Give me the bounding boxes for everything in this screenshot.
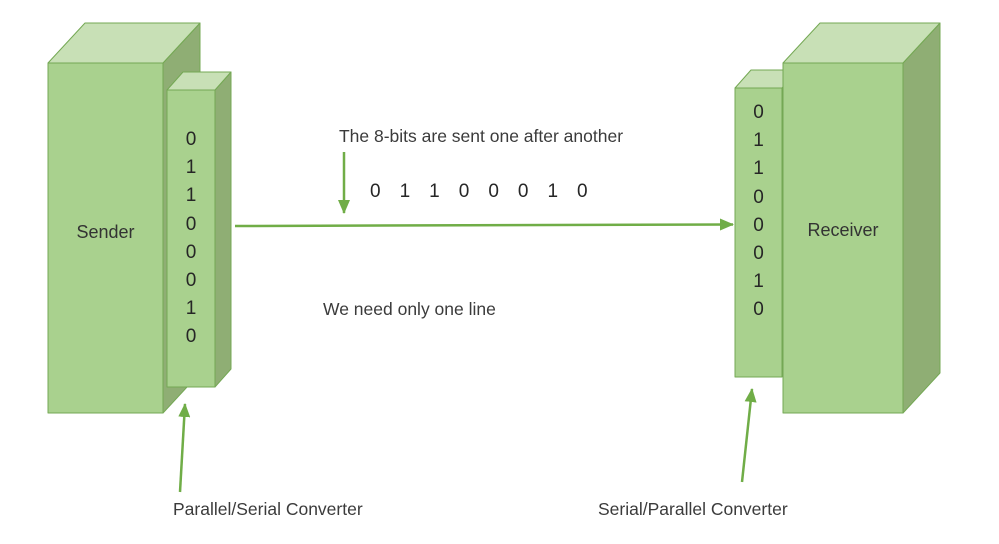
bit: 0	[185, 326, 197, 348]
serial-parallel-converter-label: Serial/Parallel Converter	[598, 499, 788, 519]
bit: 0	[488, 181, 499, 202]
bit: 0	[753, 102, 764, 123]
bit: 1	[547, 181, 559, 202]
bit: 1	[185, 298, 197, 320]
bit: 0	[753, 186, 764, 208]
receiver-label: Receiver	[807, 220, 879, 240]
receiver-box-front-face	[782, 62, 904, 414]
bit: 1	[753, 271, 764, 293]
bit: 0	[753, 242, 764, 264]
receiver-box	[782, 22, 941, 414]
parallel-serial-converter-box	[166, 71, 232, 388]
transmission-caption: The 8-bits are sent one after another	[338, 126, 624, 146]
bit: 1	[753, 158, 764, 180]
sp-converter-pointer-arrow	[740, 388, 757, 483]
bit: 0	[185, 269, 197, 291]
bit: 1	[399, 181, 411, 202]
serial-parallel-converter-box	[734, 69, 799, 378]
receiver-converter-bits: 0 1 1 0 0 0 1 0	[735, 99, 782, 325]
bit: 1	[185, 185, 197, 207]
parallel-serial-converter-label: Parallel/Serial Converter	[173, 499, 363, 519]
one-line-note: We need only one line	[323, 299, 496, 319]
sender-label: Sender	[76, 222, 135, 242]
bit: 1	[753, 130, 764, 152]
bit: 1	[185, 157, 197, 179]
bit: 0	[753, 214, 764, 236]
ps-converter-pointer-arrow	[178, 403, 191, 493]
bit: 0	[185, 129, 197, 150]
bit: 0	[185, 241, 197, 263]
bit: 0	[753, 299, 764, 321]
ps-converter-front-face	[166, 89, 216, 388]
sp-converter-front-face	[734, 87, 783, 378]
sender-converter-bits: 0 1 1 0 0 0 1 0	[167, 126, 215, 352]
bit: 0	[370, 181, 381, 202]
transmission-line-arrow	[234, 218, 734, 231]
sender-box-front-face	[47, 62, 164, 414]
ps-converter-side-face	[214, 71, 232, 388]
bit: 1	[429, 181, 440, 202]
bit: 0	[577, 181, 588, 202]
bit: 0	[517, 181, 529, 202]
receiver-box-side-face	[902, 22, 941, 414]
bit: 0	[458, 181, 470, 202]
bit: 0	[185, 213, 197, 235]
